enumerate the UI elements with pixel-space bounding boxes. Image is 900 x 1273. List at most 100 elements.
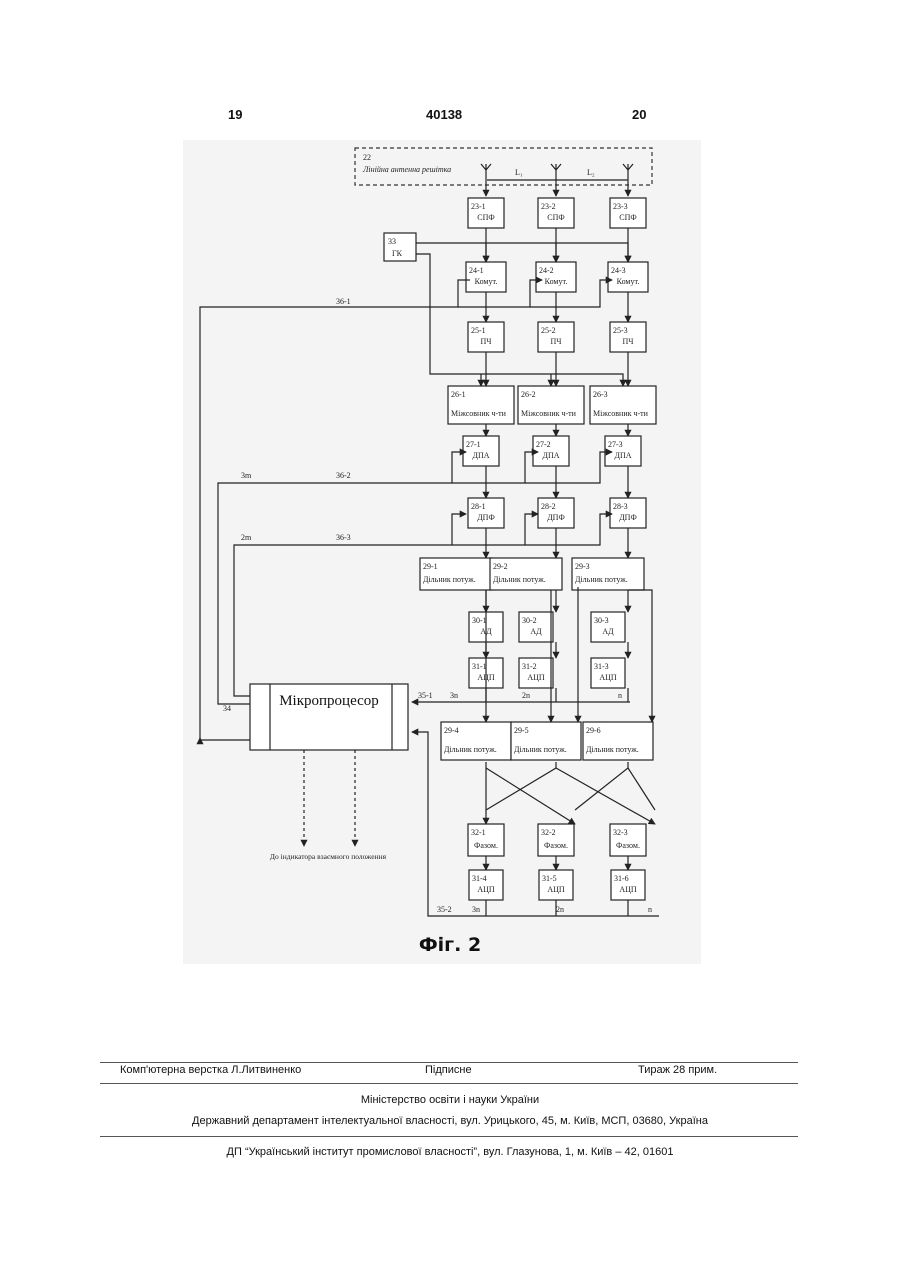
bus-m1-label: 3m xyxy=(241,471,252,480)
block-number: 24-1 xyxy=(469,266,484,275)
block-number: 29-5 xyxy=(514,726,529,735)
block-label: АЦП xyxy=(527,673,545,682)
footer-department: Державний департамент інтелектуальної вл… xyxy=(0,1115,900,1127)
block-label: АЦП xyxy=(547,885,565,894)
spacing-l2-label: L₂ xyxy=(587,168,595,177)
block-number: 27-2 xyxy=(536,440,551,449)
antenna-array-label: Лінійна антенна решітка xyxy=(362,165,451,174)
footer-signed: Підписне xyxy=(425,1064,472,1076)
block-label: Дільник потуж. xyxy=(493,575,546,584)
block-label: Фазом. xyxy=(474,841,498,850)
block-number: 28-3 xyxy=(613,502,628,511)
block-number: 28-1 xyxy=(471,502,486,511)
bus-36-2-label: 36-2 xyxy=(336,471,351,480)
bus-35-2-n: n xyxy=(648,905,652,914)
block-number: 23-2 xyxy=(541,202,556,211)
block-number: 31-5 xyxy=(542,874,557,883)
block-label: СПФ xyxy=(477,213,494,222)
block-label: АД xyxy=(602,627,614,636)
gk-number: 33 xyxy=(388,237,396,246)
block-number: 26-3 xyxy=(593,390,608,399)
block-label: Комут. xyxy=(617,277,640,286)
block-number: 29-1 xyxy=(423,562,438,571)
gk-label: ГК xyxy=(392,249,403,258)
block-number: 23-1 xyxy=(471,202,486,211)
bus-m2-label: 2m xyxy=(241,533,252,542)
block-label: Міжсовник ч-ти xyxy=(451,409,507,418)
block-number: 31-4 xyxy=(472,874,487,883)
block-number: 28-2 xyxy=(541,502,556,511)
bus-35-2-label: 35-2 xyxy=(437,905,452,914)
bus-36-1-label: 36-1 xyxy=(336,297,351,306)
block-number: 29-3 xyxy=(575,562,590,571)
block-label: Міжсовник ч-ти xyxy=(521,409,577,418)
bus-35-1-3n: 3n xyxy=(450,691,458,700)
block-label: АД xyxy=(530,627,542,636)
block-number: 25-3 xyxy=(613,326,628,335)
block-label: Дільник потуж. xyxy=(444,745,497,754)
block-label: ПЧ xyxy=(623,337,634,346)
block-label: ДПФ xyxy=(619,513,637,522)
bus-35-1-n: n xyxy=(618,691,622,700)
block-number: 29-2 xyxy=(493,562,508,571)
block-number: 31-3 xyxy=(594,662,609,671)
microprocessor-number: 34 xyxy=(223,704,231,713)
bus-35-1-label: 35-1 xyxy=(418,691,433,700)
footer-ministry: Міністерство освіти і науки України xyxy=(0,1094,900,1106)
block-label: Міжсовник ч-ти xyxy=(593,409,649,418)
block-label: Комут. xyxy=(475,277,498,286)
block-label: СПФ xyxy=(619,213,636,222)
microprocessor-label: Мікропроцесор xyxy=(279,693,379,709)
block-label: ДПФ xyxy=(477,513,495,522)
block-label: СПФ xyxy=(547,213,564,222)
block-label: ДПФ xyxy=(547,513,565,522)
block-label: Дільник потуж. xyxy=(575,575,628,584)
block-number: 25-2 xyxy=(541,326,556,335)
block-number: 30-1 xyxy=(472,616,487,625)
block-number: 31-2 xyxy=(522,662,537,671)
block-number: 30-2 xyxy=(522,616,537,625)
indicator-label: До індикатора взаємного положення xyxy=(268,852,388,861)
block-number: 26-2 xyxy=(521,390,536,399)
block-number: 29-6 xyxy=(586,726,601,735)
footer-rule-2 xyxy=(100,1083,798,1084)
block-label: Фазом. xyxy=(616,841,640,850)
footer-rule-3 xyxy=(100,1136,798,1137)
block-number: 25-1 xyxy=(471,326,486,335)
bus-35-2-3n: 3n xyxy=(472,905,480,914)
antenna-array-number: 22 xyxy=(363,153,371,162)
block-number: 32-2 xyxy=(541,828,556,837)
figure-caption: Фіг. 2 xyxy=(0,934,900,956)
block-label: ПЧ xyxy=(481,337,492,346)
block-label: Комут. xyxy=(545,277,568,286)
footer-institute: ДП “Український інститут промислової вла… xyxy=(0,1146,900,1158)
block-number: 24-2 xyxy=(539,266,554,275)
block-label: АЦП xyxy=(619,885,637,894)
bus-35-2-2n: 2n xyxy=(556,905,564,914)
block-label: ДПА xyxy=(542,451,559,460)
footer-composer: Комп'ютерна верстка Л.Литвиненко xyxy=(120,1064,301,1076)
block-number: 32-1 xyxy=(471,828,486,837)
block-number: 26-1 xyxy=(451,390,466,399)
block-number: 31-6 xyxy=(614,874,629,883)
block-number: 30-3 xyxy=(594,616,609,625)
block-number: 27-1 xyxy=(466,440,481,449)
block-label: Дільник потуж. xyxy=(586,745,639,754)
block-number: 32-3 xyxy=(613,828,628,837)
footer-circulation: Тираж 28 прим. xyxy=(638,1064,717,1076)
block-label: Фазом. xyxy=(544,841,568,850)
block-label: ПЧ xyxy=(551,337,562,346)
bus-35-1-2n: 2n xyxy=(522,691,530,700)
footer-rule-1 xyxy=(100,1062,798,1063)
block-number: 27-3 xyxy=(608,440,623,449)
block-number: 31-1 xyxy=(472,662,487,671)
block-label: Дільник потуж. xyxy=(423,575,476,584)
block-number: 29-4 xyxy=(444,726,459,735)
spacing-l1-label: L₁ xyxy=(515,168,523,177)
block-label: ДПА xyxy=(614,451,631,460)
bus-36-3-label: 36-3 xyxy=(336,533,351,542)
block-label: АЦП xyxy=(599,673,617,682)
block-label: Дільник потуж. xyxy=(514,745,567,754)
block-label: ДПА xyxy=(472,451,489,460)
block-number: 23-3 xyxy=(613,202,628,211)
